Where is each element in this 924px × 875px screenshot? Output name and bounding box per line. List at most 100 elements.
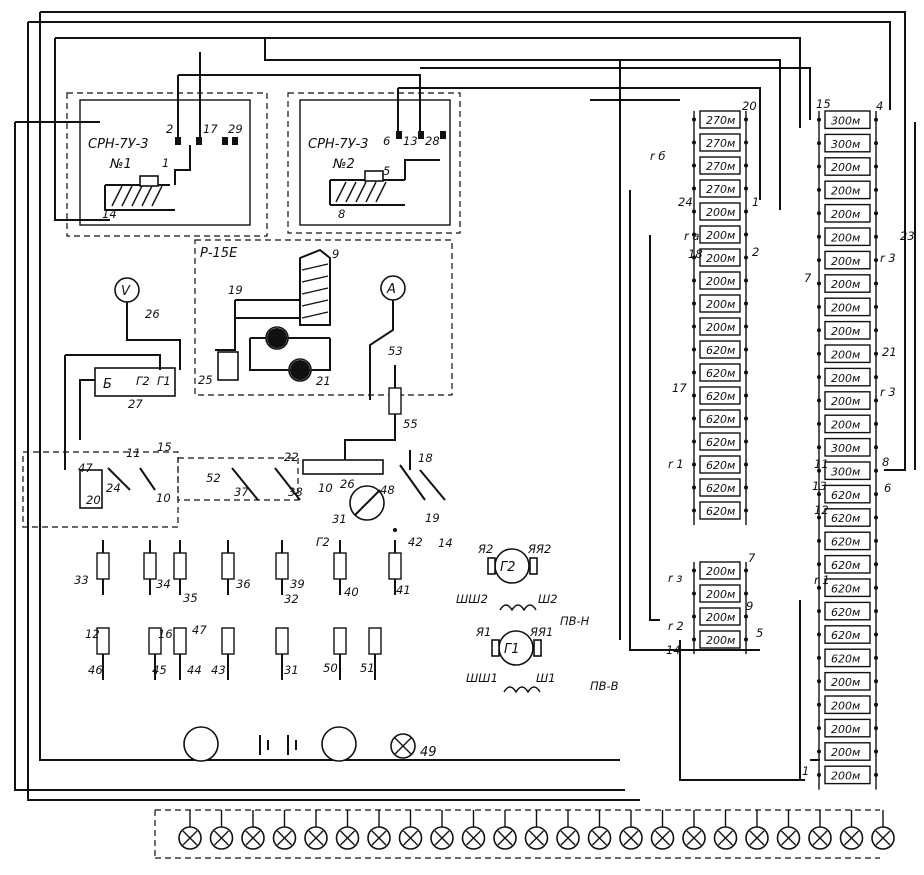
relay1-t14: 14 [102,207,117,221]
bank-resistor-value: 620м [831,512,860,525]
switch-label: 31 [332,512,347,526]
bank-resistor-value: 620м [831,653,860,666]
bank-resistor-value: 200м [706,588,735,601]
resistor [173,552,187,580]
switch-label: 26 [340,477,355,491]
bank-resistor [699,501,741,520]
label-27: 27 [128,397,143,411]
bank-resistor-value: 270м [706,183,735,196]
resistor-bottom-label: 12 [85,627,100,641]
bank-resistor [699,110,741,129]
resistor-bottom-label: 51 [360,661,375,675]
bottom-devices: 49 [183,726,437,762]
lamp-cross [844,830,859,846]
bank-resistor-value: 200м [831,419,860,432]
relay1-t1: 1 [162,156,169,170]
bank-resistor-value: 300м [831,114,860,127]
bank-resistor-value: 620м [831,582,860,595]
bank-resistor-value: 200м [706,275,735,288]
switch-label: 47 [78,461,93,475]
resistor-top-label: 32 [284,592,299,606]
voltmeter-label: V [121,284,131,299]
bank-resistor [699,409,741,428]
bank-resistor-value: 200м [706,611,735,624]
bank-resistor-value: 270м [706,137,735,150]
g1-yaya1: ЯЯ1 [529,625,553,639]
bank-resistor-value: 620м [706,344,735,357]
lamp-cross [466,830,481,846]
g1-w1: Ш1 [536,671,556,685]
bank-side-label: 7 [804,271,812,285]
bank-resistor [824,250,871,270]
bank-resistor-value: 300м [831,442,860,455]
p15e-name: Р-15Е [200,246,238,261]
relay2-t8: 8 [338,207,345,221]
bank-resistor [824,718,871,738]
switch-label: 10 [318,481,333,495]
resistor-bank-c: 300м300м200м200м200м200м200м200м200м200м… [817,110,878,790]
relay2-name: СРН-7У-3 [308,137,369,152]
bank-side-label: 7 [748,551,756,565]
bank-resistor [699,133,741,152]
resistor [143,552,157,580]
lamp-cross [434,830,450,846]
bank-side-label: 1 [752,195,759,209]
resistor [275,627,289,655]
bank-resistor [824,157,871,176]
label-pv-v: ПВ-В [590,679,619,693]
bank-resistor-value: 270м [706,114,735,127]
resistor [333,627,347,655]
bank-resistor [699,478,741,497]
bank-resistor-value: 620м [706,413,735,426]
label-26: 26 [145,307,160,321]
bank-side-label: 23 [900,229,915,243]
bank-resistor-value: 200м [831,676,860,689]
lamp-bus [154,809,880,859]
bank-resistor-value: 200м [706,565,735,578]
outer-wiring [14,11,916,801]
bank-resistor [824,414,871,434]
bank-resistor [824,695,871,715]
bank-side-label: r з [668,571,683,585]
bank-side-label: 6 [884,481,891,495]
resistor-bank-a: 270м270м270м270м200м200м200м200м200м200м… [692,110,748,525]
resistor-top-label: 41 [396,583,411,597]
bank-side-label: 5 [756,626,763,640]
switch-label: 15 [157,440,172,454]
relay1-t2: 2 [166,122,173,136]
bank-side-label: 2 [752,245,759,259]
lamp-cross [340,830,355,846]
bank-side-label: r 3 [880,251,896,265]
switch-row [22,450,446,532]
lamp-cross [371,830,387,846]
switch-label: 52 [206,471,221,485]
bank-resistor-value: 200м [831,699,860,712]
g1-ya1: Я1 [475,625,491,639]
generator-g2: Г2 Я2 ЯЯ2 ШШ2 Ш2 [456,542,558,612]
switch-label: 22 [284,450,299,464]
relay1-t29: 29 [228,122,243,136]
bank-resistor [699,202,741,221]
generator-g1: Г1 Я1 ЯЯ1 ШШ1 Ш1 [466,625,556,694]
label-pv-n: ПВ-Н [560,614,590,628]
bank-side-label: r 2 [668,619,684,633]
bank-resistor [699,607,741,626]
bank-resistor [824,367,871,387]
relay2-t6: 6 [383,134,390,148]
bank-side-label: 8 [882,455,889,469]
bank-resistor [824,578,871,598]
relay1-num: №1 [109,157,132,172]
relay1-name: СРН-7У-3 [88,137,149,152]
resistor-bottom-label: 31 [284,663,299,677]
resistor-bottom-label: 16 [158,627,173,641]
relay2-t5: 5 [383,164,390,178]
bank-resistor-value: 620м [706,390,735,403]
lamp-cross [655,830,670,846]
resistor-top-label: 35 [183,591,198,605]
switch-label: 24 [106,481,121,495]
bank-side-label: 20 [742,99,757,113]
bank-resistor-value: 200м [831,278,860,291]
